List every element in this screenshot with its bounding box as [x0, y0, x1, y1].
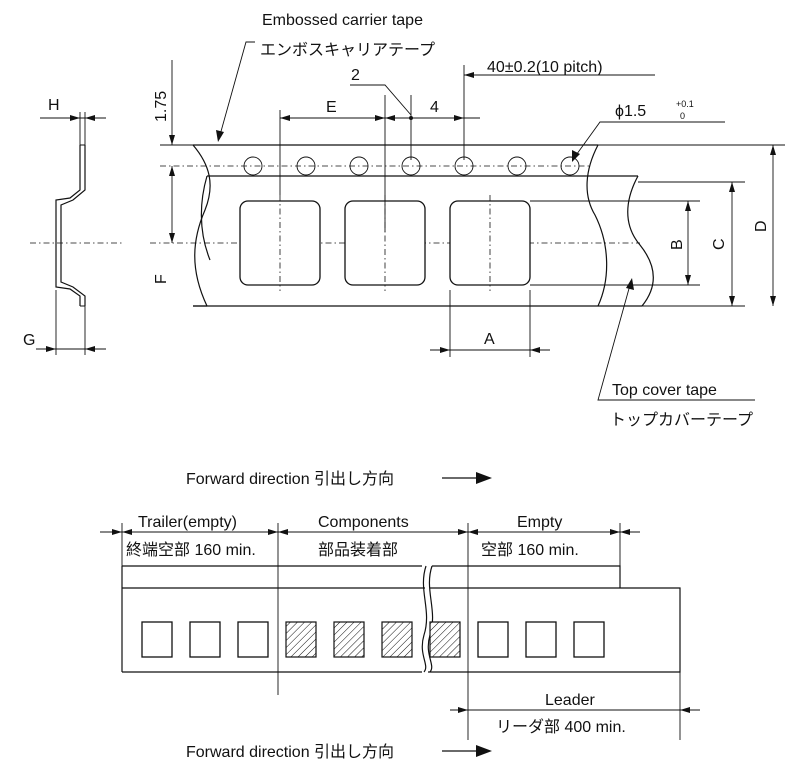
empty-label-ja: 空部 160 min. [481, 541, 579, 559]
sprocket-hole [243, 156, 263, 176]
sprocket-hole [349, 156, 369, 176]
filled-pocket [429, 621, 461, 658]
dim-f-label: F [153, 274, 170, 284]
dim-b-label: B [669, 239, 686, 250]
reel-pockets [141, 621, 605, 658]
dim-e-label: E [326, 99, 337, 116]
empty-pocket [573, 621, 605, 658]
embossed-carrier-tape-label-ja: エンボスキャリアテープ [260, 41, 435, 59]
dim-h-label: H [48, 97, 60, 114]
dim-c-label: C [711, 238, 728, 250]
hole-diameter-label: ϕ1.5 [615, 103, 646, 120]
dim-d-label: D [753, 220, 770, 232]
dim-g-label: G [23, 332, 35, 349]
hole-tolerance-minus: 0 [680, 111, 685, 121]
dim-4-label: 4 [430, 99, 439, 116]
forward-direction-label-bottom: Forward direction 引出し方向 [186, 743, 394, 761]
dim-pitch-label: 40±0.2(10 pitch) [487, 59, 603, 76]
filled-pocket [285, 621, 317, 658]
forward-direction-label-top: Forward direction 引出し方向 [186, 470, 394, 488]
empty-pocket [237, 621, 269, 658]
sprocket-hole [507, 156, 527, 176]
components-label-ja: 部品装着部 [318, 541, 398, 559]
dim-1-75-label: 1.75 [153, 91, 170, 122]
carrier-tape-side-view [30, 112, 122, 355]
reel-tape-layout [121, 565, 681, 673]
sprocket-hole [296, 156, 316, 176]
sprocket-hole [560, 156, 580, 176]
dim-2-label: 2 [351, 67, 360, 84]
components-label-en: Components [318, 514, 409, 531]
trailer-label-en: Trailer(empty) [138, 514, 237, 531]
filled-pocket [381, 621, 413, 658]
embossed-pockets [239, 195, 531, 291]
carrier-tape-top-view [192, 144, 654, 307]
empty-pocket [477, 621, 509, 658]
empty-pocket [525, 621, 557, 658]
empty-pocket [189, 621, 221, 658]
top-cover-tape-label-en: Top cover tape [612, 382, 717, 399]
leader-label-ja: リーダ部 400 min. [496, 718, 626, 736]
trailer-label-ja: 終端空部 160 min. [126, 541, 256, 559]
empty-pocket [141, 621, 173, 658]
top-cover-tape-label-ja: トップカバーテープ [610, 411, 753, 429]
dim-a-label: A [484, 331, 495, 348]
empty-label-en: Empty [517, 514, 562, 531]
leader-label-en: Leader [545, 692, 595, 709]
embossed-carrier-tape-label-en: Embossed carrier tape [262, 12, 423, 29]
hole-tolerance-plus: +0.1 [676, 99, 694, 109]
filled-pocket [333, 621, 365, 658]
